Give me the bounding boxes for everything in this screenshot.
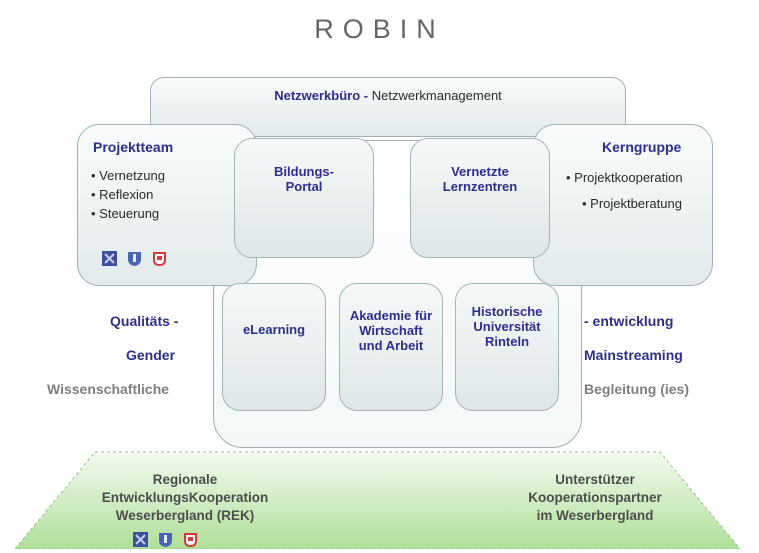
- list-item: • Projektkooperation: [566, 170, 683, 185]
- page-title: ROBIN: [314, 14, 445, 44]
- university-line: Rinteln: [484, 334, 530, 349]
- crest-blue-icon: [132, 531, 149, 548]
- project-team-list: • Vernetzung • Reflexion • Steuerung: [91, 166, 165, 223]
- base-right-line: Kooperationspartner: [528, 490, 662, 505]
- list-item: • Projektberatung: [582, 196, 682, 211]
- base-left-line: Regionale: [152, 472, 218, 487]
- project-team-box: [77, 124, 257, 286]
- core-group-title: Kerngruppe: [602, 139, 682, 155]
- base-right-line: Unterstützer: [555, 472, 635, 487]
- science-left-label: Wissenschaftliche: [47, 381, 170, 397]
- academy-line: Wirtschaft: [359, 323, 423, 338]
- project-team-title: Projektteam: [93, 139, 174, 155]
- science-right-label: Begleitung (ies): [584, 381, 690, 397]
- base-right-text: Unterstützer Kooperationspartner im Wese…: [490, 471, 700, 525]
- gender-right-label: Mainstreaming: [584, 347, 683, 363]
- university-line: Universität: [473, 319, 541, 334]
- education-portal-line: Portal: [285, 179, 323, 194]
- crest-red-icon: [151, 250, 168, 267]
- list-item: • Vernetzung: [91, 168, 165, 183]
- list-item: • Reflexion: [91, 187, 154, 202]
- crest-red-icon: [182, 531, 199, 548]
- education-portal-box: Bildungs- Portal: [234, 138, 374, 258]
- elearning-line: eLearning: [242, 322, 306, 337]
- list-item: • Steuerung: [91, 206, 160, 221]
- network-office-label: Netzwerkbüro - Netzwerkmanagement: [150, 88, 626, 103]
- learning-centers-box: Vernetzte Lernzentren: [410, 138, 550, 258]
- academy-box: Akademie für Wirtschaft und Arbeit: [339, 283, 443, 411]
- elearning-box: eLearning: [222, 283, 326, 411]
- learning-centers-line: Lernzentren: [442, 179, 518, 194]
- base-left-text: Regionale EntwicklungsKooperation Weserb…: [80, 471, 290, 525]
- base-left-line: EntwicklungsKooperation: [101, 490, 269, 505]
- education-portal-line: Bildungs-: [274, 164, 334, 179]
- network-office-bold: Netzwerkbüro -: [274, 88, 369, 103]
- base-left-line: Weserbergland (REK): [115, 508, 255, 523]
- university-line: Historische: [471, 304, 543, 319]
- network-office-regular: Netzwerkmanagement: [371, 88, 502, 103]
- academy-line: und Arbeit: [358, 338, 424, 353]
- learning-centers-line: Vernetzte: [451, 164, 509, 179]
- academy-line: Akademie für: [349, 308, 433, 323]
- crest-shield-icon: [157, 531, 174, 548]
- quality-right-label: - entwicklung: [584, 313, 674, 329]
- gender-left-label: Gender: [126, 347, 176, 363]
- crest-shield-icon: [126, 250, 143, 267]
- base-right-line: im Weserbergland: [536, 508, 654, 523]
- crest-blue-icon: [101, 250, 118, 267]
- quality-left-label: Qualitäts -: [110, 313, 179, 329]
- core-group-box: [533, 124, 713, 286]
- university-box: Historische Universität Rinteln: [455, 283, 559, 411]
